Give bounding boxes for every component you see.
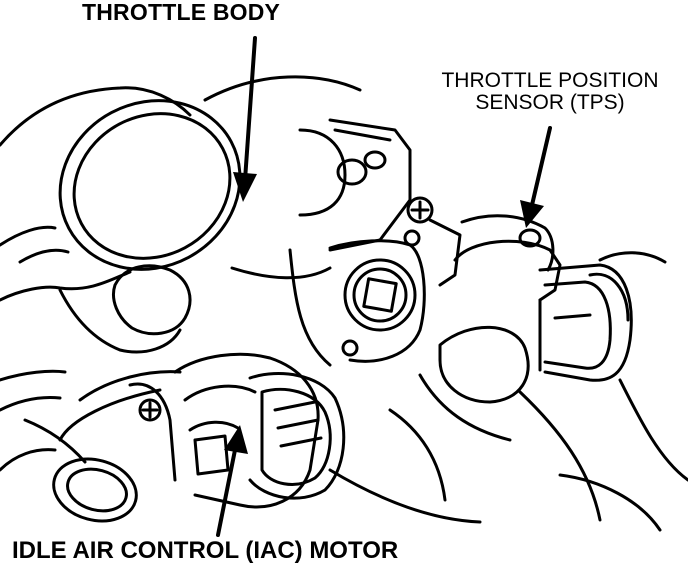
iac-arrowhead bbox=[224, 425, 248, 454]
iac-leader bbox=[216, 443, 238, 537]
tps-arrowhead bbox=[520, 200, 544, 228]
tps-label-line-1: THROTTLE POSITION bbox=[441, 69, 659, 92]
iac-motor-drawing bbox=[52, 352, 346, 523]
tps-leader bbox=[530, 126, 552, 207]
right-hand-drawing bbox=[328, 251, 688, 532]
throttle-body-label: THROTTLE BODY bbox=[82, 0, 281, 25]
tps-label-line-2: SENSOR (TPS) bbox=[475, 91, 625, 115]
throttle-body-arrowhead bbox=[233, 172, 257, 202]
iac-motor-label: IDLE AIR CONTROL (IAC) MOTOR bbox=[12, 537, 399, 564]
tps-label: THROTTLE POSITION SENSOR (TPS) bbox=[430, 69, 670, 115]
throttle-body-drawing bbox=[58, 75, 462, 367]
tps-sensor-drawing bbox=[453, 214, 633, 382]
leader-arrows bbox=[216, 36, 552, 537]
throttle-body-leader bbox=[243, 36, 257, 182]
